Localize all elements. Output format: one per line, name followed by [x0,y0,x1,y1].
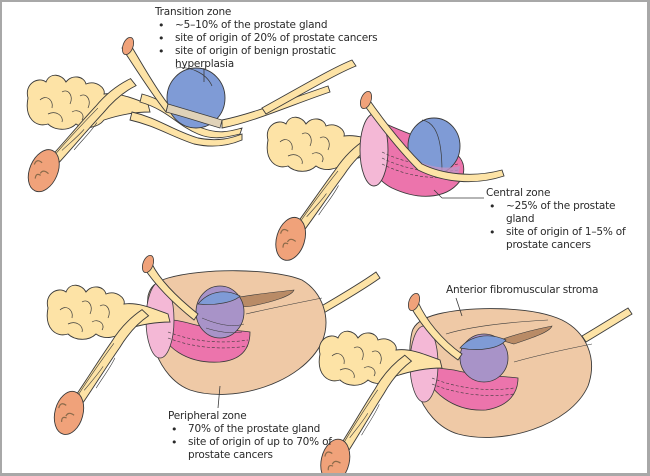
label-bullet: site of origin of benign prostatic hyper… [155,45,345,71]
panel-anterior-stroma [285,292,633,473]
urethra-distal-3 [317,271,381,315]
ejaculatory-ducts-lower [129,111,243,147]
urethra-segment [165,103,223,129]
label-title: Central zone [486,187,551,199]
panel-peripheral-zone [21,254,381,447]
label-peripheral-zone: Peripheral zone 70% of the prostate glan… [168,410,333,462]
label-title: Anterior fibromuscular stroma [446,284,599,296]
urethra-4 [409,301,463,361]
label-anterior-stroma: Anterior fibromuscular stroma [446,284,646,297]
urethra [121,43,169,113]
label-bullet: 70% of the prostate gland [168,423,333,436]
label-bullet: ~25% of the prostate gland [486,200,626,226]
panel-transition-zone [4,36,331,202]
label-bullet: site of origin of 20% of prostate cancer… [155,32,400,45]
urethra-distal-4 [581,307,633,343]
panel-central-zone [244,59,505,272]
label-transition-zone: Transition zone ~5–10% of the prostate g… [155,6,400,71]
label-bullet: site of origin of 1–5% of prostate cance… [486,226,626,252]
label-title: Transition zone [155,6,232,18]
label-bullet: site of origin of up to 70% of prostate … [168,436,333,462]
label-bullet: ~5–10% of the prostate gland [155,19,400,32]
urethra-3 [143,263,199,321]
label-central-zone: Central zone ~25% of the prostate gland … [486,187,626,252]
urethra-2 [361,97,505,183]
urethra-distal-2 [261,59,357,115]
label-title: Peripheral zone [168,410,247,422]
